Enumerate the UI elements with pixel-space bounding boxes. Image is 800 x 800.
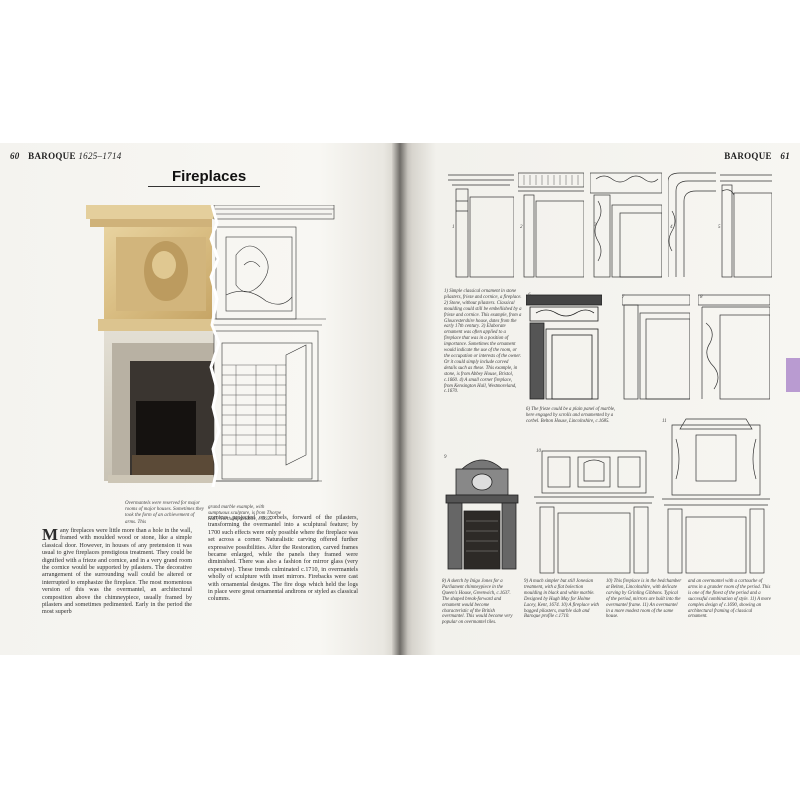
- fireplace-photo-drawing-composite: [86, 205, 336, 487]
- drop-cap: M: [42, 525, 59, 544]
- figure-number-10: 10: [536, 449, 541, 454]
- hero-caption-right: grand marble example, with sumptuous scu…: [208, 505, 282, 523]
- figure-2-fireplace-drawing: [518, 171, 584, 279]
- open-book-spread: 60 BAROQUE 1625–1714 Fireplaces: [0, 143, 800, 655]
- figure-1-fireplace-drawing: [448, 171, 514, 279]
- drawing-half: [213, 205, 335, 482]
- title-rule: [148, 186, 260, 187]
- figure-3-fireplace-drawing: [590, 171, 662, 279]
- figure-number-6: 6: [528, 293, 531, 298]
- era-label-left: BAROQUE: [28, 151, 76, 161]
- figure-8-fireplace-drawing: [698, 293, 770, 401]
- figure-number-4: 4: [670, 225, 673, 230]
- caption-figures-1-5: 1) Simple classical ornament in stone pi…: [444, 289, 522, 395]
- figure-10-fireplace-drawing: [534, 449, 654, 575]
- caption-figures-6-7: 6) The frieze could be a plain panel of …: [526, 407, 616, 424]
- figure-number-8: 8: [700, 295, 703, 300]
- figure-9-fireplace-drawing: [442, 451, 522, 571]
- photo-half: [86, 205, 214, 483]
- page-number-left: 60: [10, 151, 20, 161]
- right-page: BAROQUE 61 1 2: [400, 143, 800, 655]
- left-page: 60 BAROQUE 1625–1714 Fireplaces: [0, 143, 400, 655]
- running-head-left: 60 BAROQUE 1625–1714: [10, 151, 122, 161]
- figure-number-2: 2: [520, 225, 523, 230]
- caption-figure-11: and an overmantel with a cartouche of ar…: [688, 579, 771, 620]
- caption-figure-10: 10) This fireplace is in the bedchamber …: [606, 579, 682, 620]
- era-label-right: BAROQUE: [724, 151, 772, 161]
- chapter-thumb-tab: [786, 358, 800, 392]
- hero-caption-left: Overmantels were reserved for major room…: [125, 501, 204, 525]
- figure-number-5: 5: [718, 225, 721, 230]
- body-text-column-2: cornices projected on corbels, forward o…: [208, 515, 358, 603]
- body-text-column-1-text: any fireplaces were little more than a h…: [42, 528, 192, 616]
- figure-number-3: 3: [594, 223, 597, 228]
- figure-6-fireplace-drawing: [526, 293, 602, 401]
- page-number-right: 61: [780, 151, 790, 161]
- book-gutter: [392, 143, 408, 655]
- running-head-right: BAROQUE 61: [724, 151, 790, 161]
- figure-number-11: 11: [662, 419, 667, 424]
- body-text-column-1: M any fireplaces were little more than a…: [42, 525, 192, 617]
- section-title: Fireplaces: [172, 168, 247, 185]
- era-dates: 1625–1714: [78, 151, 122, 161]
- figure-11-fireplace-drawing: [662, 415, 770, 575]
- caption-figure-9: 9) A much simpler but still Jonesian tre…: [524, 579, 599, 620]
- figure-number-9: 9: [444, 455, 447, 460]
- figure-number-7: 7: [622, 295, 625, 300]
- figure-5-fireplace-drawing: [720, 171, 772, 279]
- figure-4-fireplace-drawing: [668, 171, 716, 279]
- caption-figure-8: 8) A sketch by Inigo Jones for a Parliam…: [442, 579, 513, 626]
- figure-number-1: 1: [452, 225, 455, 230]
- figure-7-fireplace-drawing: [622, 293, 690, 401]
